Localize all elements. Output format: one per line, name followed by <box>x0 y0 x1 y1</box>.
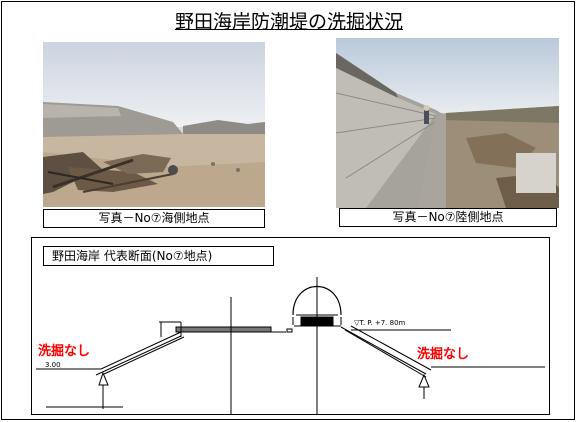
landside-photo <box>336 38 559 208</box>
cross-section-title: 野田海岸 代表断面(No⑦地点) <box>43 246 274 266</box>
landside-photo-caption: 写真－No⑦陸側地点 <box>339 208 557 227</box>
seaside-photo-caption: 写真－No⑦海側地点 <box>43 209 265 228</box>
design-level-label: ▽T. P. +7. 80m <box>354 319 406 327</box>
seaside-photo <box>43 42 265 207</box>
cross-section-drawing <box>36 277 545 415</box>
seaside-no-scour-label: 洗掘なし <box>38 344 91 359</box>
landside-no-scour-label: 洗掘なし <box>417 347 470 362</box>
cross-section-panel <box>31 237 550 415</box>
slide-title: 野田海岸防潮堤の洗掘状況 <box>174 11 403 33</box>
ground-level-label: 3.00 <box>45 361 61 369</box>
